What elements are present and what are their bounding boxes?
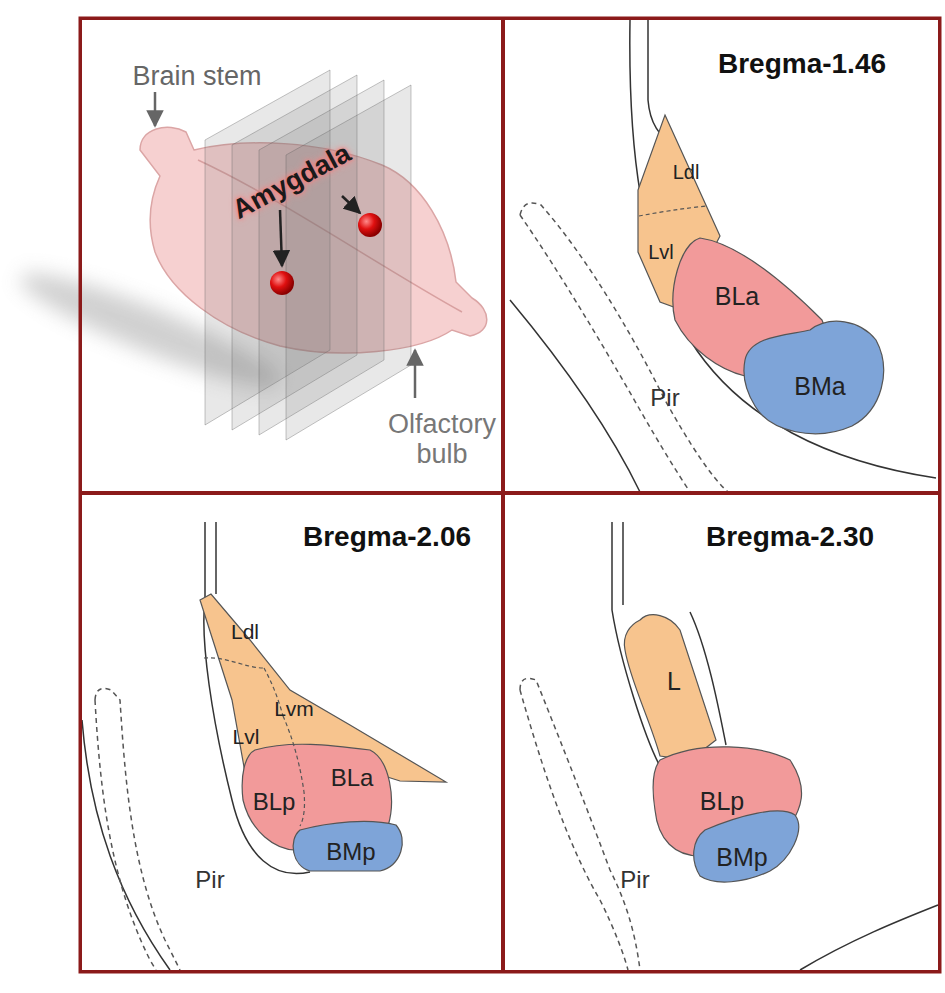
nucleus-label: BLp xyxy=(253,788,296,815)
region-label: Pir xyxy=(620,867,649,893)
nucleus-region: BLa xyxy=(713,282,761,312)
nucleus-region: Ldl xyxy=(671,160,702,184)
nucleus-region: BMp xyxy=(324,838,377,866)
region-label: Pir xyxy=(195,867,224,893)
nucleus-region: BMp xyxy=(714,843,769,873)
nucleus-label: BMp xyxy=(716,843,767,871)
nucleus-label: L xyxy=(667,667,681,695)
nucleus-label: BLa xyxy=(715,282,759,310)
nucleus-label: BLa xyxy=(331,764,374,791)
nucleus-region: BLa xyxy=(329,764,376,792)
nucleus-label: BMa xyxy=(794,372,845,400)
nucleus-region: Lvl xyxy=(646,240,676,264)
nucleus-label: BLp xyxy=(700,787,744,815)
section-title: Bregma-2.06 xyxy=(303,522,471,553)
section-panel: Bregma-2.30L BLpBMp xyxy=(503,493,940,972)
nucleus-label: Lvm xyxy=(274,697,314,720)
structure-label: Olfactory bulb xyxy=(382,410,502,469)
nucleus-label: Lvl xyxy=(233,725,260,748)
nucleus-region: Lvl xyxy=(231,724,262,749)
section-panel: Bregma-2.06LdlLvmLvlBLaBLpBMp xyxy=(80,493,503,972)
section-title: Bregma-1.46 xyxy=(718,49,886,80)
nucleus-region: BLp xyxy=(251,788,298,816)
frame xyxy=(80,18,940,972)
nucleus-region: BMa xyxy=(792,372,847,402)
structure-label: Brain stem xyxy=(132,62,261,92)
nucleus-label: Ldl xyxy=(673,161,700,183)
nucleus-region: BLp xyxy=(698,787,746,817)
region-label: Pir xyxy=(650,385,679,411)
nucleus-label: Lvl xyxy=(648,241,674,263)
nucleus-region: L xyxy=(665,667,683,697)
structure-label: Amygdala xyxy=(228,139,356,226)
section-panel: Brain stemAmygdalaOlfactory bulb xyxy=(80,18,503,493)
nucleus-label: Ldl xyxy=(231,620,259,643)
section-title: Bregma-2.30 xyxy=(706,522,874,553)
nucleus-label: BMp xyxy=(326,838,375,865)
section-panel: Bregma-1.46LdlLvlBLaBMa xyxy=(503,18,940,493)
nucleus-region: Ldl xyxy=(229,619,261,644)
nucleus-region: Lvm xyxy=(272,696,316,721)
